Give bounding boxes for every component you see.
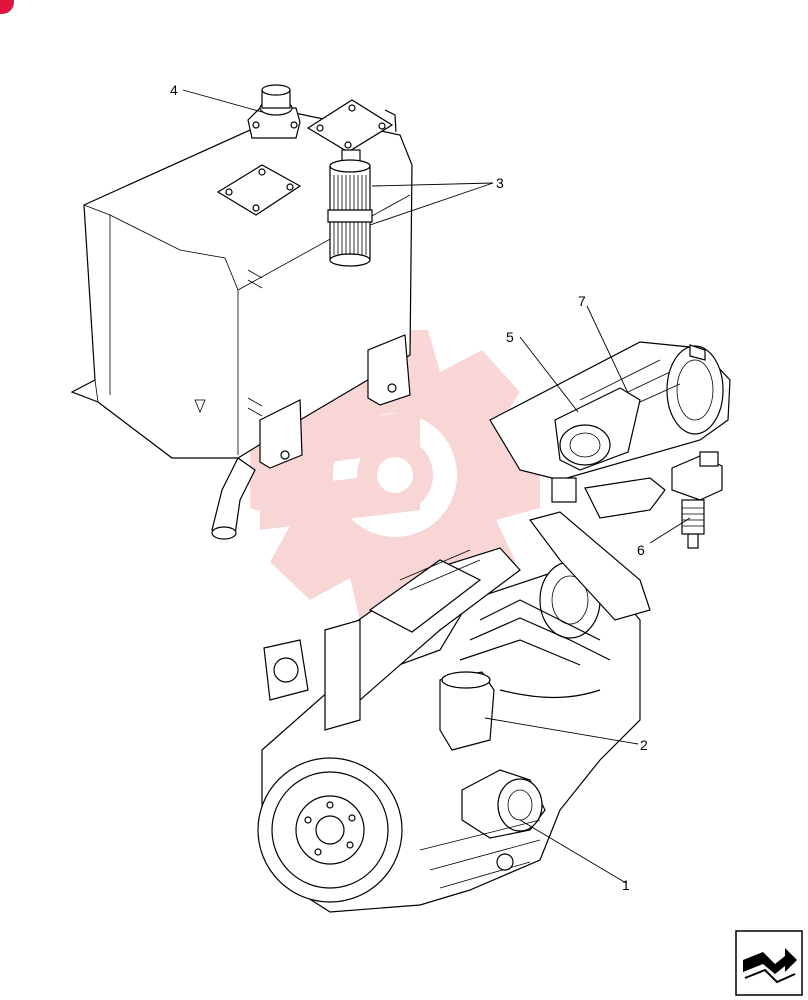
callout-4: 4 (170, 82, 178, 98)
callout-3: 3 (496, 175, 504, 191)
callout-1: 1 (622, 877, 630, 893)
return-filter (306, 99, 397, 267)
fuel-filter (671, 451, 723, 549)
air-cleaner (489, 341, 731, 519)
leader-lines (182, 89, 691, 884)
callout-7: 7 (578, 293, 586, 309)
callout-6: 6 (637, 542, 645, 558)
callout-5: 5 (506, 329, 514, 345)
callout-2: 2 (640, 737, 648, 753)
callout-labels: 1 2 3 4 5 6 7 (170, 82, 648, 893)
starter-motor (461, 769, 546, 839)
breather-cap (247, 84, 301, 139)
engine (257, 511, 651, 913)
next-page-arrow-icon[interactable] (735, 930, 803, 996)
filter-element (554, 387, 641, 471)
